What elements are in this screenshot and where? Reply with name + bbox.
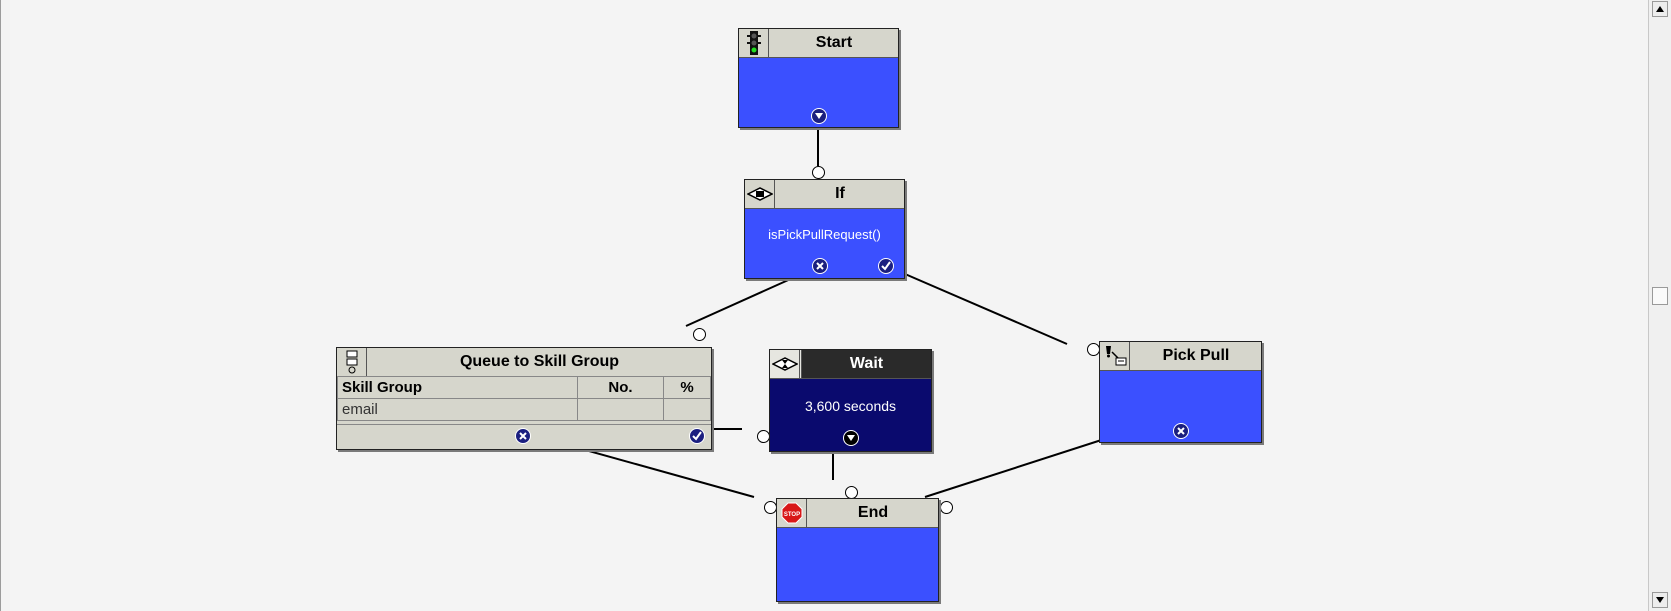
skill-group-cell: email bbox=[337, 398, 578, 421]
scroll-up-arrow-icon bbox=[1656, 6, 1664, 12]
if-true-port[interactable] bbox=[878, 258, 894, 274]
queue-success-port[interactable] bbox=[689, 428, 705, 444]
if-node-header: If bbox=[745, 180, 904, 209]
number-cell bbox=[577, 398, 664, 421]
pick-pull-node-title: Pick Pull bbox=[1162, 347, 1230, 364]
skill-group-table: Skill Group No. % email bbox=[337, 376, 711, 421]
connector-pickpull-end bbox=[924, 433, 1121, 498]
queue-node-title: Queue to Skill Group bbox=[459, 353, 620, 370]
start-node-title: Start bbox=[815, 34, 853, 51]
scroll-down-arrow-icon bbox=[1656, 597, 1664, 603]
vertical-scrollbar[interactable] bbox=[1648, 0, 1671, 611]
queue-to-skill-group-node[interactable]: Queue to Skill Group Skill Group No. % e… bbox=[336, 347, 712, 450]
if-diamond-icon bbox=[745, 180, 775, 208]
if-node[interactable]: If isPickPullRequest() bbox=[744, 179, 905, 279]
canvas-border bbox=[0, 0, 1, 611]
end-node-title: End bbox=[857, 504, 889, 521]
stop-sign-icon: STOP bbox=[777, 499, 807, 527]
wait-node[interactable]: Wait 3,600 seconds bbox=[769, 349, 932, 452]
if-expression: isPickPullRequest() bbox=[768, 227, 881, 242]
end-node-header: STOP End bbox=[777, 499, 938, 528]
if-node-title: If bbox=[835, 185, 845, 202]
connector-if-queue bbox=[685, 276, 796, 327]
scroll-down-button[interactable] bbox=[1652, 592, 1668, 608]
hourglass-icon bbox=[770, 350, 800, 378]
pick-pull-icon bbox=[1100, 342, 1130, 370]
percent-cell bbox=[663, 398, 711, 421]
pick-pull-failure-port[interactable] bbox=[1173, 423, 1189, 439]
wait-duration: 3,600 seconds bbox=[804, 398, 897, 414]
start-output-port[interactable] bbox=[811, 108, 827, 124]
scroll-thumb[interactable] bbox=[1652, 287, 1668, 305]
column-header-percent: % bbox=[663, 376, 711, 399]
start-node-header: Start bbox=[739, 29, 898, 58]
column-header-no: No. bbox=[577, 376, 664, 399]
pick-pull-node-header: Pick Pull bbox=[1100, 342, 1261, 371]
traffic-light-icon bbox=[739, 29, 769, 57]
if-false-port[interactable] bbox=[812, 258, 828, 274]
connector-if-pickpull bbox=[904, 273, 1068, 345]
wait-node-header: Wait bbox=[770, 350, 931, 379]
wait-output-port[interactable] bbox=[843, 430, 859, 446]
queue-input-port[interactable] bbox=[693, 328, 706, 341]
pick-pull-node[interactable]: Pick Pull bbox=[1099, 341, 1262, 443]
stop-sign-text: STOP bbox=[783, 512, 799, 518]
column-header-skill-group: Skill Group bbox=[337, 376, 578, 399]
queue-node-header: Queue to Skill Group bbox=[337, 348, 711, 377]
scroll-up-button[interactable] bbox=[1652, 1, 1668, 17]
connector-queue-end bbox=[552, 440, 755, 498]
table-header-row: Skill Group No. % bbox=[337, 376, 711, 399]
start-node[interactable]: Start bbox=[738, 28, 899, 128]
wait-node-title: Wait bbox=[801, 350, 931, 378]
end-node[interactable]: STOP End bbox=[776, 498, 939, 602]
table-row[interactable]: email bbox=[337, 398, 711, 421]
queue-icon bbox=[337, 348, 367, 376]
queue-node-footer bbox=[337, 424, 711, 449]
end-input-port-right[interactable] bbox=[940, 501, 953, 514]
if-input-port[interactable] bbox=[812, 166, 825, 179]
queue-failure-port[interactable] bbox=[515, 428, 531, 444]
